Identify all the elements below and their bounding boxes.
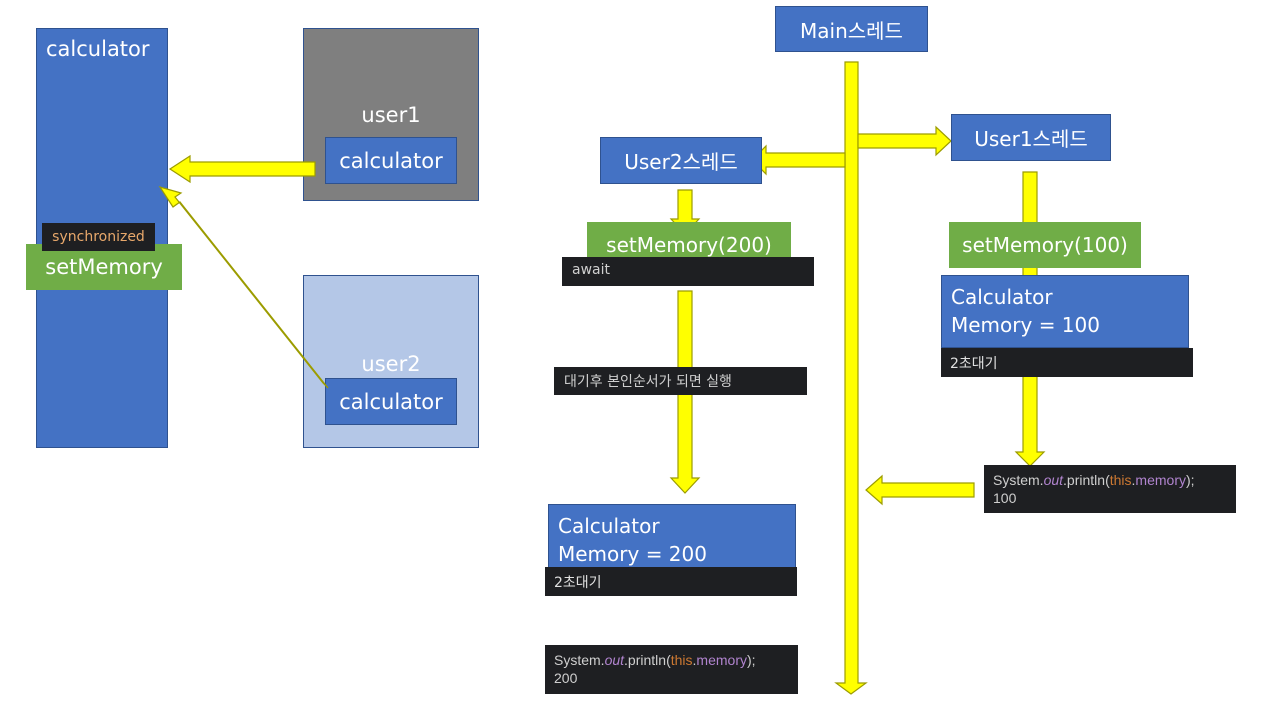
arrow-result-to-main (865, 474, 975, 506)
user1-calculator-box: Calculator Memory = 100 (941, 275, 1189, 348)
arrow-user1-to-calculator (168, 154, 316, 184)
user1-print-statement: System.out.println(this.memory); (993, 472, 1195, 488)
user2-print-statement: System.out.println(this.memory); (554, 652, 756, 668)
user1-memory-value: Memory = 100 (951, 313, 1100, 337)
user2-thread-box: User2스레드 (600, 137, 762, 184)
user1-calculator-ref: calculator (325, 137, 457, 184)
user1-setmemory-box: setMemory(100) (949, 222, 1141, 268)
user1-setmemory-label: setMemory(100) (962, 233, 1128, 257)
main-thread-label: Main스레드 (800, 18, 903, 43)
user2-wait-box: 2초대기 (545, 567, 797, 596)
user1-thread-box: User1스레드 (951, 114, 1111, 161)
user2-setmemory-label: setMemory(200) (606, 233, 772, 257)
setmemory-label: setMemory (45, 255, 163, 279)
user2-print-result: 200 (554, 670, 578, 686)
user1-calculator-label: calculator (339, 148, 443, 173)
user2-label: user2 (361, 352, 421, 376)
user1-wait-box: 2초대기 (941, 348, 1193, 377)
wait-then-run-box: 대기후 본인순서가 되면 실행 (554, 367, 807, 395)
arrow-main-to-user1 (857, 125, 952, 157)
user2-print-box: System.out.println(this.memory); 200 (545, 645, 798, 694)
user2-wait-label: 2초대기 (554, 575, 602, 591)
arrow-main-thread (834, 61, 868, 695)
main-thread-box: Main스레드 (775, 6, 928, 52)
user2-calculator-box: Calculator Memory = 200 (548, 504, 796, 577)
user1-thread-label: User1스레드 (974, 127, 1088, 151)
user1-wait-label: 2초대기 (950, 356, 998, 372)
synchronized-badge: synchronized (42, 223, 155, 251)
user2-calculator-ref: calculator (325, 378, 457, 425)
user2-calculator-label: calculator (339, 389, 443, 414)
await-label: await (572, 262, 610, 278)
user1-label: user1 (361, 103, 421, 127)
calculator-label: calculator (46, 37, 150, 61)
wait-then-run-label: 대기후 본인순서가 되면 실행 (564, 374, 732, 390)
user2-thread-label: User2스레드 (624, 150, 738, 174)
synchronized-label: synchronized (52, 229, 145, 245)
arrow-user2-to-calculator (158, 185, 329, 389)
user2-calculator-title: Calculator (558, 514, 660, 538)
arrow-main-to-user2 (751, 144, 846, 176)
await-box: await (562, 257, 814, 286)
user1-print-box: System.out.println(this.memory); 100 (984, 465, 1236, 513)
user1-calculator-title: Calculator (951, 285, 1053, 309)
user1-print-result: 100 (993, 490, 1017, 506)
user2-memory-value: Memory = 200 (558, 542, 707, 566)
setmemory-method: setMemory (26, 244, 182, 290)
